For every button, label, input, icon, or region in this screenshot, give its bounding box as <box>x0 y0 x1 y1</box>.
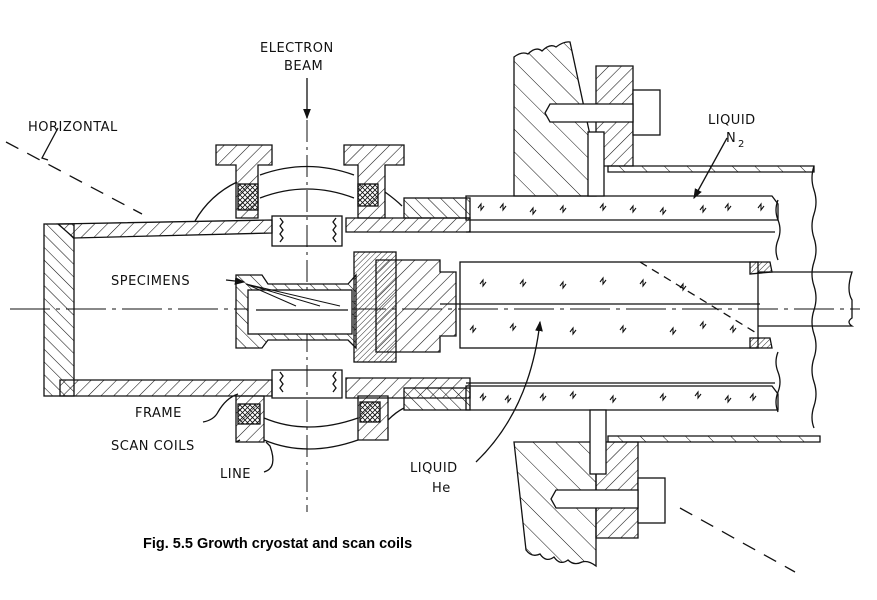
bottom-coil-left <box>237 403 261 425</box>
n2-leader <box>693 137 728 200</box>
top-thread-right <box>332 217 337 243</box>
n2-tube-wavy-end <box>775 199 781 413</box>
label-liquid-n2-1: LIQUID <box>708 113 756 128</box>
upper-wall-right <box>345 217 471 233</box>
label-liquid-n2-subscript: 2 <box>738 139 745 150</box>
bolt-shank-top <box>544 103 634 123</box>
label-electron-beam-1: ELECTRON <box>260 41 334 56</box>
he-vessel-end-seal-bottom <box>749 337 773 349</box>
label-scan-coils: SCAN COILS <box>111 439 195 454</box>
label-electron-beam-2: BEAM <box>284 59 323 74</box>
top-thread-left <box>279 217 284 243</box>
label-specimens: SPECIMENS <box>111 274 190 289</box>
label-horizontal: HORIZONTAL <box>28 120 118 135</box>
bottom-thread-left <box>279 371 284 393</box>
upper-seal <box>403 197 471 219</box>
he-leader <box>475 320 543 463</box>
bottom-lens-arc-2 <box>263 439 359 450</box>
outlet-tube <box>758 271 855 327</box>
feedthrough-top <box>587 131 605 197</box>
line-leader <box>263 441 274 473</box>
horizontal-reference-line-bottom <box>679 507 796 573</box>
lower-seal <box>403 387 471 411</box>
he-cut-line <box>639 261 759 335</box>
bottom-lens-arc-1 <box>263 417 359 428</box>
top-flange-right <box>343 144 405 219</box>
feedthrough-bottom <box>589 409 607 475</box>
bottom-coil-right <box>359 401 381 423</box>
bottom-dome-right <box>387 407 405 421</box>
liquid-markings <box>469 202 765 404</box>
bottom-thread-right <box>332 371 337 393</box>
frame-leader <box>202 393 239 423</box>
cold-finger-head <box>375 259 457 353</box>
label-liquid-he-2: He <box>432 481 451 496</box>
top-dome-right <box>384 191 403 207</box>
n2-tube-upper <box>465 195 779 221</box>
housing-end-wall <box>43 223 75 397</box>
label-liquid-he-1: LIQUID <box>410 461 458 476</box>
label-line: LINE <box>220 467 251 482</box>
label-liquid-n2-2: N <box>726 131 736 146</box>
he-vessel <box>459 261 759 349</box>
horizontal-reference-line-top <box>5 141 143 215</box>
top-aperture <box>271 215 343 247</box>
bolt-head-top <box>632 89 661 136</box>
top-coil-right <box>357 183 379 207</box>
housing-top-wall <box>56 219 273 239</box>
scan-coils-leader <box>235 439 241 443</box>
top-lens-arc-1 <box>259 165 355 176</box>
specimen-holder-inner <box>247 289 353 335</box>
top-dome <box>194 181 238 222</box>
top-lens-arc-2 <box>259 188 355 199</box>
label-frame: FRAME <box>135 406 182 421</box>
n2-tube-lower <box>465 385 779 411</box>
housing-bottom-wall <box>59 379 273 397</box>
figure-caption: Fig. 5.5 Growth cryostat and scan coils <box>143 536 413 552</box>
bottom-aperture <box>271 369 343 399</box>
outer-jacket-top <box>607 165 815 173</box>
top-coil-left <box>237 183 259 211</box>
outer-jacket-wavy-right <box>811 165 817 429</box>
specimen-arrows <box>245 283 341 307</box>
outer-jacket-bottom <box>607 435 821 443</box>
horizontal-leader <box>41 127 59 161</box>
bolt-shank-bottom <box>550 489 639 509</box>
specimens-leader <box>225 277 246 285</box>
bolt-head-bottom <box>637 477 666 524</box>
